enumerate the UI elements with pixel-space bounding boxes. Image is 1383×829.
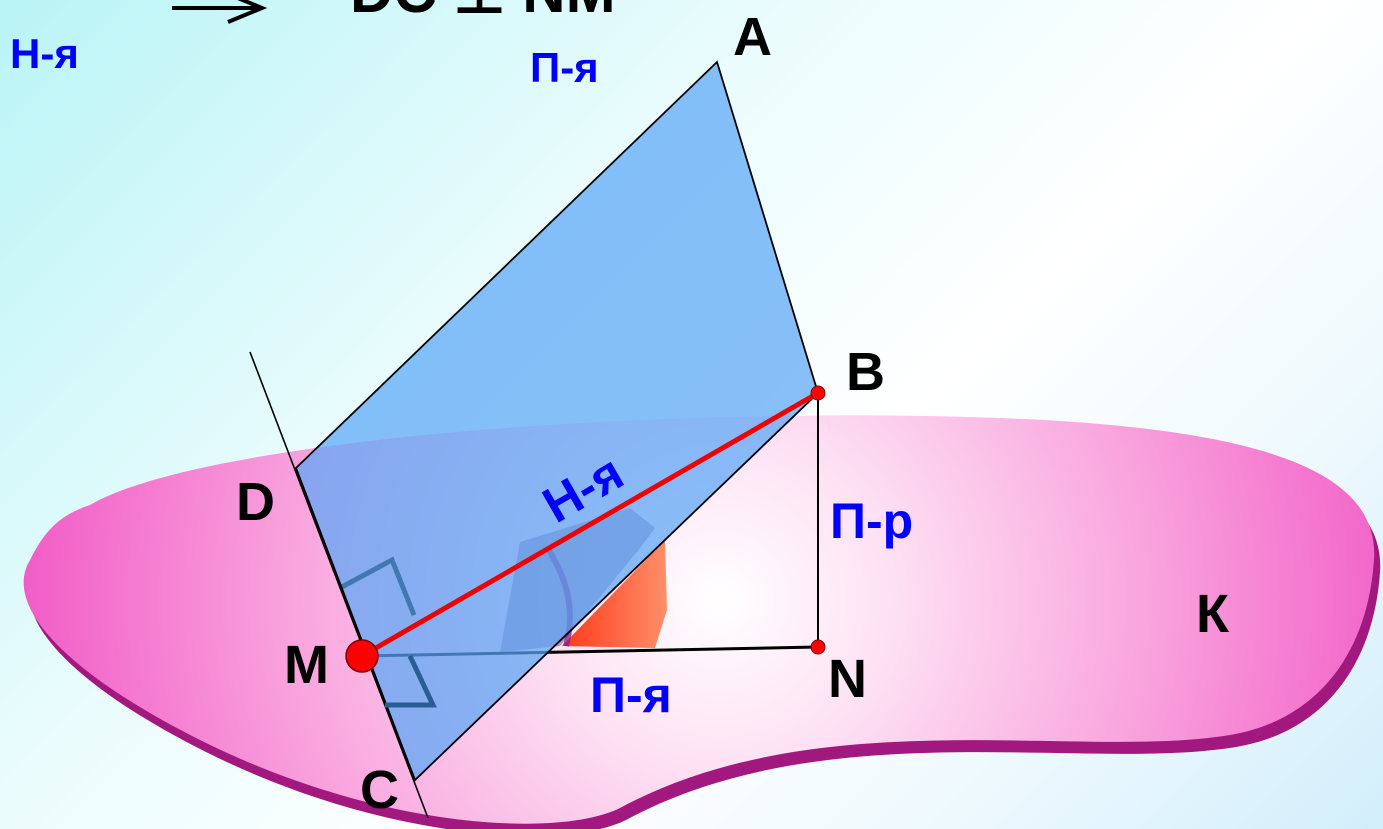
label-plane-k: К — [1196, 584, 1230, 644]
point-b — [810, 385, 826, 401]
label-point-m: M — [284, 635, 329, 695]
label-top-left: Н-я — [10, 30, 79, 77]
segment-mb — [360, 390, 820, 659]
implies-arrow-icon — [172, 0, 268, 24]
dihedral-angle-fill — [562, 540, 667, 648]
label-segment-bn: П-р — [830, 493, 913, 549]
line-dc — [249, 351, 429, 819]
point-m — [345, 639, 379, 673]
label-point-n: N — [828, 649, 867, 709]
label-point-c: C — [360, 760, 399, 820]
label-point-d: D — [236, 472, 275, 532]
label-point-b: B — [846, 342, 885, 402]
right-angle-marker-lower — [385, 654, 437, 708]
label-point-a: A — [733, 7, 772, 67]
plane-abcd — [294, 60, 820, 782]
label-top-middle: П-я — [530, 44, 599, 91]
formula-text: DC ⊥ NM — [350, 0, 616, 25]
label-segment-mn: П-я — [590, 667, 672, 723]
point-n — [810, 639, 826, 655]
